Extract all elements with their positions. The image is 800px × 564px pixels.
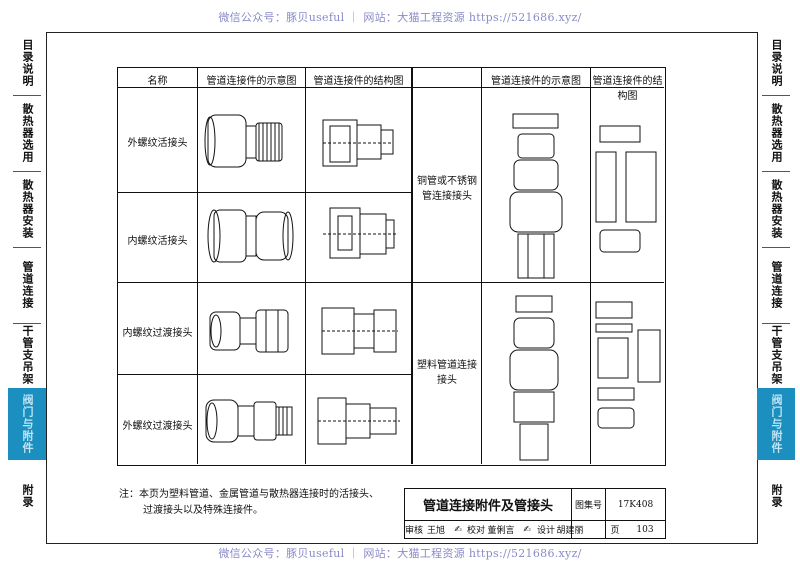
header-structure: 管道连接件的结构图	[313, 76, 404, 87]
plastic-connector-schematic	[509, 295, 559, 461]
header-structure-right: 管道连接件的结构图	[592, 76, 663, 102]
title-block: 管道连接附件及管接头 图集号 17K408 审核 王旭 ✍ 校对 董俐言 ✍ 设…	[404, 488, 666, 539]
header-schematic-right: 管道连接件的示意图	[491, 76, 581, 87]
male-union-structure	[322, 119, 394, 167]
row-name: 外螺纹过渡接头	[122, 421, 193, 432]
male-union-schematic	[204, 114, 283, 168]
sidebar-divider	[13, 323, 41, 324]
sidebar-divider	[13, 171, 41, 172]
fittings-drawings	[204, 113, 661, 461]
col-divider	[481, 68, 482, 464]
row-name: 内螺纹活接头	[127, 236, 188, 247]
atlas-number: 17K408	[617, 499, 654, 510]
check-name: 董俐言	[487, 526, 515, 536]
header-divider	[118, 87, 664, 88]
row-divider	[118, 282, 411, 283]
header-name: 名称	[147, 76, 168, 87]
female-union-structure	[323, 207, 398, 259]
sidebar-right-item-valves[interactable]: 阀门与附件	[757, 388, 795, 460]
review-name: 王旭	[426, 526, 445, 536]
sidebar-right-item-radiator-selection[interactable]: 散热器选用	[770, 103, 783, 163]
design-name: 胡建丽	[556, 526, 584, 536]
tb-divider	[605, 489, 606, 538]
sidebar-divider	[762, 247, 790, 248]
sidebar-left-item-pipe-connection[interactable]: 管道连接	[21, 261, 34, 309]
male-transition-schematic	[205, 399, 293, 443]
tb-divider	[571, 489, 572, 538]
sidebar-left-item-appendix[interactable]: 附录	[21, 484, 34, 508]
review-signature: ✍	[454, 524, 462, 535]
page-frame	[46, 32, 758, 544]
row-divider	[118, 192, 411, 193]
sidebar-left-item-hangers[interactable]: 干管支吊架	[21, 325, 34, 385]
row-name-plastic: 塑料管道连接接头	[417, 360, 477, 386]
note-line-1: 注：本页为塑料管道、金属管道与散热器连接时的活接头、	[119, 489, 379, 500]
female-union-schematic	[207, 209, 294, 263]
col-divider	[197, 68, 198, 464]
sidebar-right-item-pipe-connection[interactable]: 管道连接	[770, 261, 783, 309]
watermark-bottom: 微信公众号：豚贝useful ｜ 网站：大猫工程资源 https://52168…	[218, 547, 582, 560]
sidebar-divider	[762, 323, 790, 324]
female-transition-schematic	[209, 309, 289, 353]
design-label: 设计	[537, 526, 556, 536]
check-signature: ✍	[523, 524, 531, 535]
sidebar-divider	[762, 171, 790, 172]
row-divider	[118, 374, 411, 375]
male-transition-structure	[317, 397, 400, 445]
sidebar-left-item-radiator-install[interactable]: 散热器安装	[21, 179, 34, 239]
check-label: 校对	[467, 526, 486, 536]
page-label: 页	[610, 526, 620, 536]
review-label: 审核	[405, 526, 424, 536]
copper-connector-structure	[595, 125, 657, 253]
row-name: 外螺纹活接头	[127, 138, 188, 149]
plastic-connector-structure	[595, 301, 661, 429]
female-transition-structure	[321, 307, 398, 355]
col-divider	[590, 68, 591, 464]
fittings-table: 名称 管道连接件的示意图 管道连接件的结构图 管道连接件的示意图 管道连接件的结…	[117, 67, 666, 466]
note-line-2: 过渡接头以及特殊连接件。	[143, 505, 263, 516]
page-number: 103	[636, 524, 654, 535]
drawing-title: 管道连接附件及管接头	[422, 499, 553, 514]
sidebar-divider	[13, 247, 41, 248]
col-divider-main	[411, 68, 413, 464]
sidebar-left-item-contents[interactable]: 目录说明	[21, 39, 34, 87]
row-name-copper: 铜管或不锈钢管连接接头	[417, 176, 477, 202]
sidebar-left-item-radiator-selection[interactable]: 散热器选用	[21, 103, 34, 163]
col-divider	[305, 68, 306, 464]
row-divider	[413, 282, 664, 283]
note: 注：本页为塑料管道、金属管道与散热器连接时的活接头、 过渡接头以及特殊连接件。	[119, 487, 404, 519]
watermark-top: 微信公众号：豚贝useful ｜ 网站：大猫工程资源 https://52168…	[218, 11, 582, 24]
sidebar-left-item-valves[interactable]: 阀门与附件	[8, 388, 46, 460]
copper-connector-schematic	[509, 113, 563, 279]
sidebar-divider	[762, 95, 790, 96]
sidebar-divider	[13, 95, 41, 96]
sidebar-right-item-contents[interactable]: 目录说明	[770, 39, 783, 87]
atlas-label: 图集号	[574, 501, 602, 511]
sidebar-right-item-hangers[interactable]: 干管支吊架	[770, 325, 783, 385]
sidebar-right-item-radiator-install[interactable]: 散热器安装	[770, 179, 783, 239]
header-schematic: 管道连接件的示意图	[206, 76, 297, 87]
sidebar-right-item-appendix[interactable]: 附录	[770, 484, 783, 508]
row-name: 内螺纹过渡接头	[122, 328, 193, 339]
tb-divider	[405, 520, 665, 521]
